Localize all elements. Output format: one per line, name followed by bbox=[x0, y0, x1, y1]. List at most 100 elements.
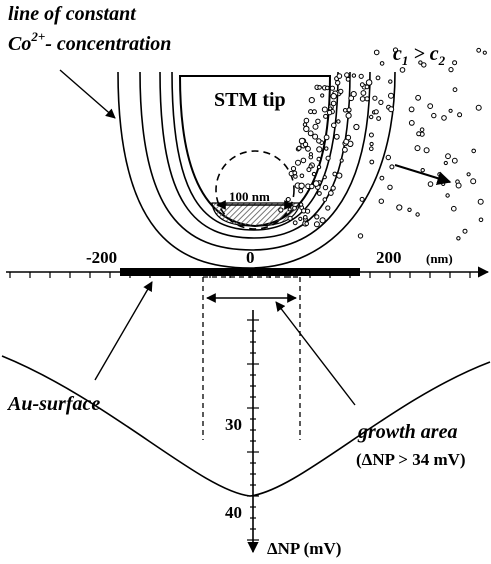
contour-label-line2: Co2+- concentration bbox=[8, 29, 171, 55]
particle bbox=[441, 115, 447, 121]
particle bbox=[345, 134, 352, 141]
particle bbox=[330, 93, 337, 100]
particle bbox=[308, 97, 315, 104]
particle bbox=[385, 154, 391, 161]
particle bbox=[292, 170, 298, 176]
particle bbox=[309, 183, 315, 190]
particle bbox=[451, 205, 457, 212]
particle bbox=[311, 171, 317, 177]
particle bbox=[379, 175, 385, 181]
particle bbox=[336, 119, 341, 124]
growth-area-pointer bbox=[275, 301, 356, 406]
particle bbox=[322, 184, 329, 191]
particle bbox=[299, 173, 305, 179]
particle bbox=[287, 215, 293, 221]
particle bbox=[325, 205, 331, 211]
v-tick-30: 30 bbox=[225, 415, 242, 434]
particle bbox=[419, 127, 425, 132]
particle bbox=[423, 147, 430, 154]
particle bbox=[316, 138, 322, 144]
particle bbox=[312, 180, 320, 187]
particle bbox=[323, 134, 330, 141]
particle bbox=[418, 60, 423, 65]
particle bbox=[420, 168, 425, 173]
particle bbox=[326, 109, 333, 116]
particle bbox=[448, 108, 453, 113]
particle bbox=[332, 171, 338, 177]
particle bbox=[316, 164, 322, 170]
particle bbox=[388, 79, 393, 84]
diffusion-arrow bbox=[394, 164, 452, 185]
particle bbox=[322, 175, 327, 180]
particle bbox=[317, 85, 322, 90]
particle bbox=[305, 208, 311, 214]
particle bbox=[477, 198, 484, 205]
particle bbox=[427, 103, 434, 109]
potential-curve bbox=[1, 355, 491, 497]
particle bbox=[399, 67, 406, 73]
particle bbox=[312, 123, 319, 130]
particle bbox=[342, 108, 348, 113]
particle bbox=[278, 207, 284, 213]
particle bbox=[320, 93, 325, 98]
particle bbox=[470, 178, 477, 185]
particle bbox=[415, 94, 422, 101]
particle bbox=[369, 146, 374, 151]
particle bbox=[388, 92, 394, 99]
particle bbox=[408, 120, 415, 126]
particle bbox=[350, 91, 357, 98]
particle bbox=[312, 133, 319, 140]
particle bbox=[302, 122, 308, 127]
particle bbox=[315, 118, 321, 125]
particle bbox=[389, 164, 395, 170]
contour-2 bbox=[159, 71, 351, 239]
particle bbox=[408, 106, 415, 113]
particle bbox=[295, 159, 301, 166]
particle bbox=[298, 188, 304, 194]
particle bbox=[285, 197, 291, 202]
particle bbox=[323, 113, 329, 119]
x-axis-unit: (nm) bbox=[426, 251, 453, 266]
particle bbox=[378, 198, 384, 204]
contour-1 bbox=[171, 71, 339, 231]
particle bbox=[316, 146, 323, 153]
particle bbox=[319, 217, 326, 224]
particle bbox=[378, 99, 384, 106]
particle bbox=[431, 112, 437, 119]
particle bbox=[369, 114, 374, 120]
particle bbox=[379, 61, 385, 66]
particle bbox=[475, 104, 482, 111]
particle bbox=[457, 112, 463, 118]
particle bbox=[451, 157, 458, 164]
au-surface-bar bbox=[120, 268, 360, 276]
particle bbox=[375, 75, 381, 81]
particle bbox=[357, 233, 364, 239]
particle-cloud bbox=[278, 47, 487, 241]
particle bbox=[292, 220, 298, 226]
particle bbox=[445, 193, 450, 198]
particle bbox=[298, 137, 306, 145]
particle bbox=[329, 85, 335, 91]
particle bbox=[298, 182, 305, 190]
particle bbox=[359, 196, 365, 202]
particle bbox=[339, 158, 344, 163]
particle bbox=[476, 47, 482, 53]
particle bbox=[368, 132, 374, 138]
concentration-gradient-label: c1 > c2 bbox=[393, 43, 446, 68]
au-surface-pointer bbox=[94, 281, 153, 381]
particle bbox=[452, 87, 458, 93]
stm-tip-label: STM tip bbox=[214, 89, 286, 111]
particle bbox=[360, 90, 367, 96]
particle bbox=[396, 204, 403, 211]
particle bbox=[316, 156, 322, 162]
particle bbox=[335, 80, 341, 86]
particle bbox=[336, 172, 343, 179]
particle bbox=[311, 109, 317, 115]
particle bbox=[359, 82, 365, 88]
particle bbox=[345, 76, 351, 82]
particle bbox=[471, 148, 477, 154]
particle bbox=[344, 72, 350, 78]
particle bbox=[322, 197, 328, 202]
x-tick-0: 0 bbox=[246, 248, 255, 267]
